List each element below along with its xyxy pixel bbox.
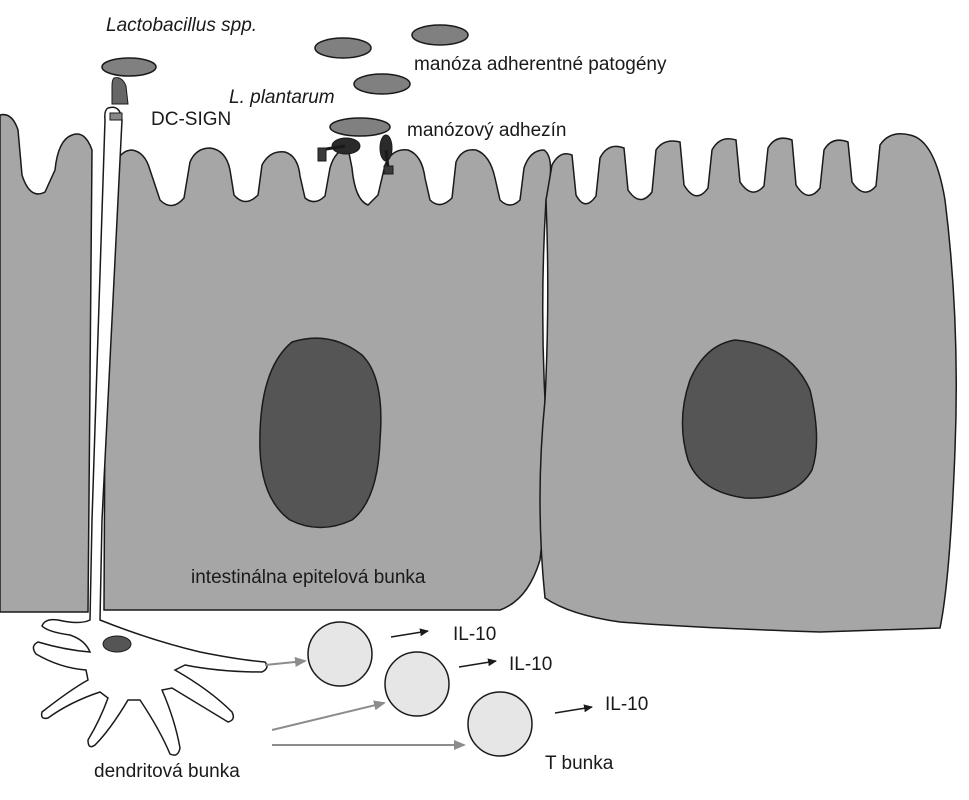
nucleus-right [681,339,818,499]
dc-sign-base [109,112,123,121]
dendritic-cell-nucleus [102,635,132,653]
label-il10-1: IL-10 [453,624,496,645]
lactobacillus-bacterium [101,57,157,77]
il10-arrow-1 [390,628,429,638]
label-dc-sign: DC-SIGN [151,109,231,130]
l-plantarum-bacterium [329,117,391,137]
dc-sign-receptor [111,77,129,105]
nucleus-center [259,337,382,529]
pathogen-bacterium-1 [314,37,372,59]
activation-arrow-2 [271,700,386,731]
epithelial-cell-left [0,113,93,613]
dendritic-cell [32,106,268,756]
label-t-cell: T bunka [545,753,614,774]
il10-arrow-3 [554,704,593,714]
activation-arrow-1 [264,657,307,667]
pathogen-bacterium-3 [353,73,411,95]
label-mannose-pathogens: manóza adherentné patogény [414,54,667,75]
pathogen-bacterium-2 [411,24,469,46]
t-cell-3 [467,691,533,757]
label-il10-2: IL-10 [509,654,552,675]
label-epithelial-cell: intestinálna epitelová bunka [191,567,426,588]
mannose-adhesin-left [317,137,361,162]
t-cell-2 [384,651,450,717]
label-dendritic-cell: dendritová bunka [94,761,240,782]
label-lactobacillus: Lactobacillus spp. [106,15,257,36]
label-l-plantarum: L. plantarum [229,87,335,108]
label-il10-3: IL-10 [605,694,648,715]
il10-arrow-2 [458,658,497,668]
label-mannose-adhesin: manózový adhezín [407,120,567,141]
mannose-adhesin-right [379,134,394,175]
t-cell-1 [307,621,373,687]
